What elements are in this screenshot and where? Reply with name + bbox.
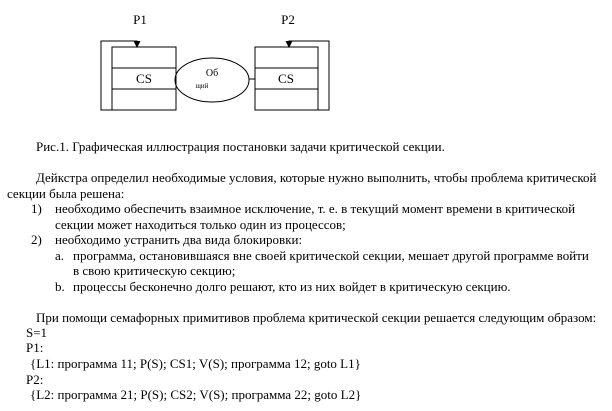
code-p2-body: {L2: программа 21; P(S); CS2; V(S); прог…: [30, 387, 362, 402]
p1-label: P1: [133, 12, 147, 27]
shared-resource-ellipse: [174, 57, 250, 103]
condition-2-marker: 2): [31, 232, 42, 247]
condition-1-marker: 1): [31, 201, 42, 216]
intro-line-1: Дейкстра определил необходимые условия, …: [36, 170, 597, 185]
p2-label: P2: [281, 12, 295, 27]
shared-label-line1: Об: [206, 68, 218, 79]
sub-a-line-1: программа, остановившаяся вне своей крит…: [73, 248, 589, 263]
condition-1-line-2: секции может находиться только один из п…: [55, 217, 346, 232]
shared-label-line2: щий: [196, 82, 209, 90]
figure-caption: Рис.1. Графическая иллюстрация постановк…: [36, 139, 445, 154]
cs1-label: CS: [136, 71, 152, 86]
code-p1-header: P1:: [26, 340, 44, 355]
code-p1-body: {L1: программа 11; P(S); CS1; V(S); прог…: [30, 356, 361, 371]
critical-section-diagram: P1 CS Об щий P2 CS: [100, 12, 330, 111]
cs2-label: CS: [278, 71, 294, 86]
intro-line-2: секции была решена:: [7, 186, 125, 201]
condition-1-line-1: необходимо обеспечить взаимное исключени…: [55, 201, 576, 216]
condition-2-line-1: необходимо устранить два вида блокировки…: [55, 232, 303, 247]
sub-a-marker: a.: [55, 248, 65, 263]
p1-loop-arrow: [100, 40, 141, 111]
semaphore-intro: При помощи семафорных примитивов проблем…: [36, 310, 597, 325]
code-p2-header: P2:: [26, 372, 44, 387]
sub-b-marker: b.: [55, 279, 65, 294]
sub-b-line-1: процессы бесконечно долго решают, кто из…: [73, 279, 511, 294]
p2-loop-arrow: [285, 40, 330, 111]
sub-a-line-2: в свою критическую секцию;: [73, 263, 236, 278]
code-init: S=1: [26, 325, 48, 340]
